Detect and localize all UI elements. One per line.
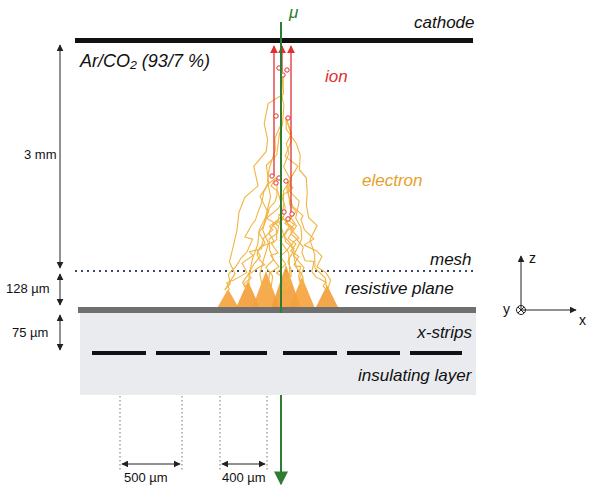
axis-label: z [529, 251, 536, 266]
dimension-label: 75 µm [12, 326, 48, 340]
gas-label: Ar/CO₂ (93/7 %) [80, 52, 210, 72]
particle-label: μ [289, 4, 298, 23]
electron-path [287, 216, 327, 290]
part-label: resistive plane [345, 280, 454, 299]
part-label: cathode [414, 14, 475, 33]
part-label: ion [325, 68, 348, 87]
part-label: electron [362, 172, 422, 191]
axis-arrows [517, 256, 577, 315]
layer-label: insulating layer [358, 367, 471, 386]
dimension-label: 400 µm [222, 471, 266, 485]
dimension-label: 3 mm [24, 148, 57, 162]
avalanche [290, 277, 315, 307]
electron-path [260, 76, 283, 290]
electron-path [285, 216, 302, 290]
part-label: mesh [430, 251, 472, 270]
dimension-arrows [60, 45, 265, 464]
electron-path [283, 216, 295, 290]
electron-path [285, 118, 304, 290]
electron-path [243, 178, 278, 290]
electron-path [288, 182, 303, 290]
axis-label: y [503, 302, 510, 317]
insulating-layer: x-strips insulating layer [80, 313, 476, 395]
dimension-label: 500 µm [124, 471, 168, 485]
cathode-plate [75, 38, 473, 43]
avalanche [218, 289, 238, 307]
muon-track [280, 22, 282, 484]
strip-label: x-strips [417, 324, 472, 343]
dimension-label: 128 µm [6, 282, 50, 296]
ion-tracks [274, 46, 291, 214]
electron-path [249, 76, 284, 290]
axis-label: x [579, 313, 586, 328]
electron-tracks [225, 76, 331, 290]
resistive-plane [78, 307, 476, 313]
electron-path [225, 76, 284, 290]
